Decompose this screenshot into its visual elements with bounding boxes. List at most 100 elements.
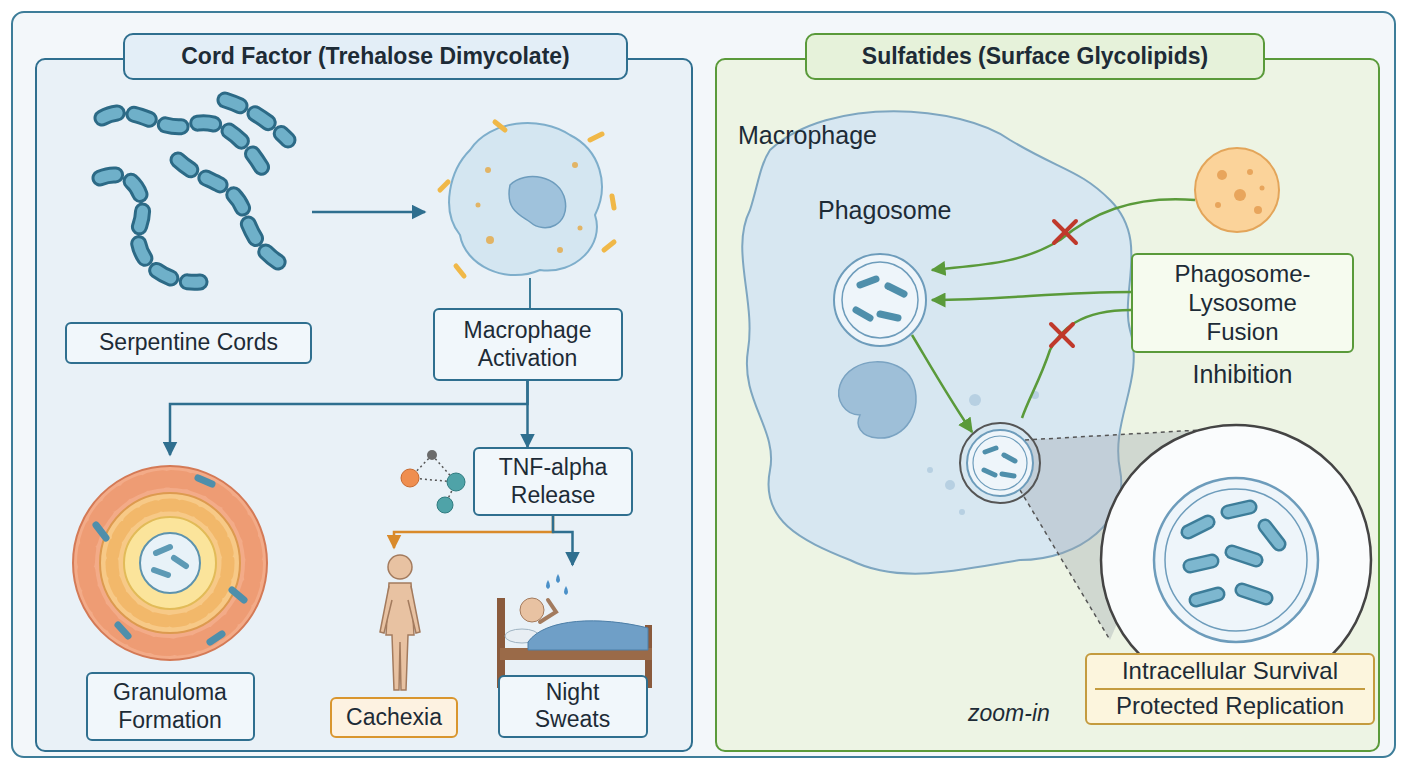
- activated-macrophage-illustration: [476, 162, 583, 253]
- activated-macrophage-illustration: [604, 242, 614, 250]
- granuloma-illustration: [73, 466, 267, 660]
- zoom-cone: [1025, 430, 1200, 440]
- macrophage-cell: [945, 480, 955, 490]
- mechanism-box: Phagosome- Lysosome FusionInhibition: [1131, 253, 1354, 390]
- lysosome: [1260, 186, 1265, 191]
- lysosome: [1217, 170, 1227, 180]
- macrophage-cell: [959, 509, 965, 515]
- night-sweats-figure: [497, 574, 652, 688]
- lysosome: [1247, 169, 1253, 175]
- flow-arrow: [553, 516, 573, 565]
- illustrated-step: Macrophage Activation: [425, 105, 630, 381]
- zoom-note: zoom-in: [968, 700, 1050, 728]
- lysosome: [1234, 189, 1246, 201]
- illustrated-step: Granuloma Formation: [75, 455, 265, 741]
- night-sweats-figure: [520, 598, 544, 622]
- step-label: TNF-alpha Release: [475, 452, 631, 511]
- fusion-arrows: [912, 335, 972, 432]
- flow-arrow: [170, 381, 528, 455]
- activated-macrophage-illustration: [440, 182, 448, 190]
- granuloma-illustration: [232, 590, 244, 600]
- activated-macrophage-illustration: [449, 123, 602, 275]
- fusion-arrows: [932, 292, 1131, 300]
- blocked-mark: [1054, 221, 1076, 243]
- lysosome: [1215, 169, 1265, 214]
- step-label: Serpentine Cords: [65, 322, 312, 364]
- step-label: Cachexia: [330, 697, 458, 738]
- frame: [12, 12, 1395, 757]
- phagosome: [1002, 474, 1014, 476]
- granuloma-illustration: [100, 493, 240, 633]
- panel: Cord Factor (Trehalose Dimycolate)Serpen…: [35, 58, 693, 752]
- outcome-label: Intracellular Survival: [1095, 655, 1365, 690]
- granuloma-illustration: [96, 525, 106, 538]
- cytokine-icon: [437, 497, 453, 513]
- step-label: Night Sweats: [498, 675, 648, 738]
- zoom-circle: [1165, 489, 1307, 631]
- zoom-circle: [1242, 590, 1266, 598]
- outcome-box: Intracellular SurvivalProtected Replicat…: [1085, 653, 1375, 725]
- zoom-circle: [1265, 526, 1279, 544]
- panel: Sulfatides (Surface Glycolipids)Phagosom…: [715, 58, 1380, 752]
- zoom-circle: [1188, 507, 1279, 600]
- granuloma-illustration: [156, 547, 170, 553]
- zoom-circle: [1196, 594, 1218, 600]
- serpentine-cords-illustration: [100, 100, 290, 282]
- serpentine-cords-illustration: [100, 175, 200, 282]
- phagosome: [984, 470, 995, 475]
- phagosome: [984, 448, 1015, 476]
- zoom-circle: [1190, 561, 1212, 566]
- activated-macrophage-illustration: [440, 122, 614, 276]
- phagosome: [985, 448, 996, 452]
- phagosome: [834, 254, 926, 346]
- zoom-circle: [1188, 507, 1279, 600]
- night-sweats-figure: [546, 580, 550, 589]
- macrophage-cell: [969, 394, 981, 406]
- granuloma-illustration: [73, 466, 267, 660]
- outcome-label: Protected Replication: [1095, 690, 1365, 723]
- blocked-mark: [1051, 324, 1073, 346]
- serpentine-cords-illustration: [178, 160, 290, 268]
- activated-macrophage-illustration: [590, 134, 602, 140]
- lysosome: [1254, 206, 1262, 214]
- zoom-cone: [1020, 490, 1110, 640]
- process-box: TNF-alpha Release: [473, 447, 633, 516]
- illustrated-step: Cachexia: [330, 548, 458, 738]
- activated-macrophage-illustration: [486, 236, 494, 244]
- serpentine-cords-illustration: [225, 100, 288, 140]
- granuloma-illustration: [154, 547, 186, 575]
- zoom-circle: [1265, 526, 1279, 544]
- granuloma-illustration: [118, 625, 128, 636]
- night-sweats-figure: [556, 574, 560, 583]
- blocked-mark: [1051, 221, 1076, 346]
- granuloma-illustration: [112, 505, 228, 621]
- zoom-circle: [1228, 507, 1250, 512]
- activated-macrophage-illustration: [529, 278, 531, 308]
- phagosome: [973, 436, 1027, 490]
- macrophage-cell: [927, 467, 933, 473]
- mechanism-label: Phagosome- Lysosome Fusion: [1131, 253, 1354, 353]
- zoom-circle: [1190, 561, 1212, 566]
- fusion-arrows: [1022, 310, 1131, 418]
- panel-heading: Sulfatides (Surface Glycolipids): [805, 33, 1265, 80]
- blocked-mark: [1054, 221, 1076, 243]
- zoom-circle: [1154, 478, 1318, 642]
- cell-label: Macrophage: [738, 120, 877, 150]
- cytokine-icon: [447, 473, 465, 491]
- activated-macrophage-illustration: [440, 122, 614, 308]
- zoom-circle: [1196, 594, 1218, 600]
- serpentine-cords-illustration: [100, 100, 290, 282]
- granuloma-illustration: [198, 478, 212, 484]
- flow-arrow: [526, 381, 529, 447]
- cachexia-figure: [408, 586, 420, 633]
- cachexia-figure: [380, 586, 392, 633]
- activated-macrophage-illustration: [557, 247, 563, 253]
- night-sweats-figure: [528, 621, 648, 650]
- zoom-circle: [1242, 590, 1266, 598]
- phagosome: [842, 262, 918, 338]
- granuloma-illustration: [140, 533, 200, 593]
- cytokine-icon: [401, 450, 465, 513]
- activated-macrophage-illustration: [495, 122, 505, 130]
- step-label: Granuloma Formation: [86, 672, 255, 741]
